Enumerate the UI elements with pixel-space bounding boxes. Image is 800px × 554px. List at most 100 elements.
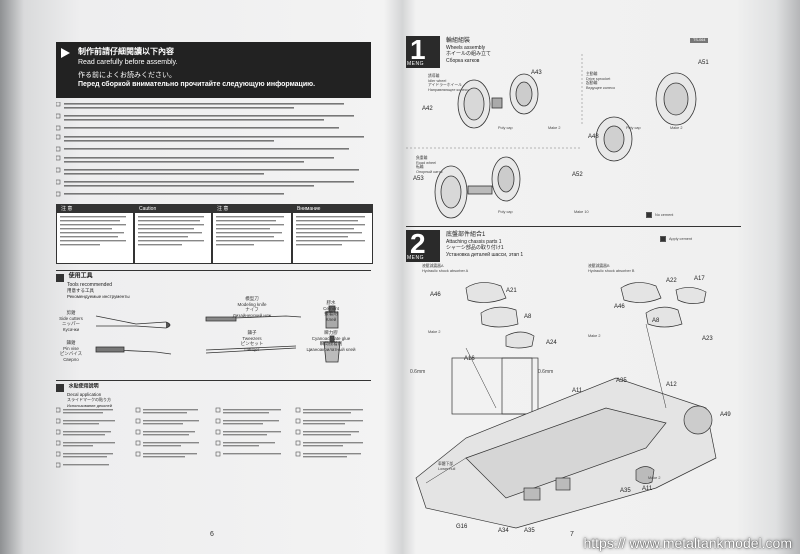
warning-text-lines bbox=[60, 216, 126, 246]
part-A48: A48 bbox=[588, 134, 599, 140]
apply-cement-note: Apply cement bbox=[660, 236, 692, 242]
read-before-assembly-header: 制作前請仔細閱讀以下內容 Read carefully before assem… bbox=[56, 42, 371, 98]
step-1-title: 輪組組裝 Wheels assembly ホイールの組み立て Сборка ка… bbox=[446, 38, 492, 64]
part-A8-b: A8 bbox=[652, 318, 660, 324]
poly-cap-3: Poly cap bbox=[498, 210, 513, 214]
part-A46-b: A46 bbox=[614, 304, 625, 310]
step-1-badge: 1 MENG bbox=[406, 34, 440, 68]
step-2-title: 底盤部件組合1 Attaching chassis parts 1 シャーシ部品… bbox=[446, 232, 524, 258]
watermark: https:// www.metaltankmodel.com bbox=[583, 535, 792, 551]
make-count-a: Make 2 bbox=[428, 330, 441, 334]
header-en: Read carefully before assembly. bbox=[78, 59, 178, 66]
dimension-0-6mm-left: 0.6mm bbox=[410, 369, 426, 375]
warning-box-en: Caution bbox=[134, 204, 212, 264]
tools-zh: 使用工具 bbox=[68, 273, 93, 280]
warning-title: Caution bbox=[135, 205, 211, 213]
part-A34: A34 bbox=[498, 528, 509, 534]
step-1-drawing bbox=[406, 54, 697, 219]
section-marker bbox=[56, 384, 64, 392]
arrow-icon bbox=[61, 48, 70, 58]
part-A46: A46 bbox=[430, 292, 441, 298]
part-A53: A53 bbox=[413, 176, 424, 182]
section-marker bbox=[56, 274, 64, 282]
part-A51: A51 bbox=[698, 60, 709, 66]
tools-jp: 用意する工具 bbox=[67, 288, 94, 293]
warning-text-lines bbox=[216, 216, 284, 246]
make-count-c: Make 2 bbox=[648, 476, 661, 480]
part-A43: A43 bbox=[531, 70, 542, 76]
make-count-1: Make 2 bbox=[548, 126, 561, 130]
make-count-3: Make 10 bbox=[574, 210, 589, 214]
header-jp: 作る前によくお読みください。 bbox=[78, 72, 176, 79]
page-number-left: 6 bbox=[210, 531, 214, 538]
decal-steps bbox=[56, 407, 363, 468]
warning-text-lines bbox=[138, 216, 204, 246]
poly-cap-2: Poly cap bbox=[626, 126, 641, 130]
part-A12: A12 bbox=[666, 382, 677, 388]
step-2-drawing bbox=[415, 282, 717, 529]
part-A23: A23 bbox=[702, 336, 713, 342]
header-zh: 制作前請仔細閱讀以下內容 bbox=[78, 47, 174, 56]
warning-box-zh: 注 意 bbox=[56, 204, 134, 264]
page-number-right: 7 bbox=[570, 531, 574, 538]
cement-icon bbox=[660, 236, 666, 242]
make-count-b: Make 2 bbox=[588, 334, 601, 338]
decal-section-title: 水貼使用說明 Decal application スライドマークの貼り方 Исп… bbox=[56, 380, 371, 408]
decal-zh: 水貼使用說明 bbox=[68, 383, 99, 390]
tools-section-title: 使用工具 Tools recommended 用意する工具 Рекомендуе… bbox=[56, 270, 371, 299]
left-page: 制作前請仔細閱讀以下內容 Read carefully before assem… bbox=[42, 14, 392, 544]
no-cement-note: No cement bbox=[646, 212, 673, 218]
make-count-2: Make 2 bbox=[670, 126, 683, 130]
part-A35: A35 bbox=[616, 378, 627, 384]
warning-text-lines bbox=[296, 216, 365, 246]
no-cement-icon bbox=[646, 212, 652, 218]
tools-en: Tools recommended bbox=[67, 282, 113, 288]
part-A11: A11 bbox=[572, 388, 583, 394]
tool-illustrations bbox=[95, 305, 341, 363]
part-A49: A49 bbox=[720, 412, 731, 418]
instruction-lines bbox=[56, 102, 364, 197]
part-A11-b: A11 bbox=[642, 486, 653, 492]
step-2-badge: 2 MENG bbox=[406, 228, 440, 262]
part-A24: A24 bbox=[546, 340, 557, 346]
step-divider bbox=[406, 226, 741, 227]
brand-logo: MENG bbox=[407, 255, 424, 261]
part-A8: A8 bbox=[524, 314, 532, 320]
decal-en: Decal application bbox=[67, 392, 102, 397]
warning-box-ru: Внимание bbox=[292, 204, 373, 264]
part-A21: A21 bbox=[506, 288, 517, 294]
right-page: 1 MENG 輪組組裝 Wheels assembly ホイールの組み立て Сб… bbox=[398, 14, 748, 544]
decal-ru: Использование деколей bbox=[67, 403, 112, 408]
warning-title: 注 意 bbox=[213, 205, 291, 213]
brand-logo: MENG bbox=[407, 61, 424, 67]
part-A42: A42 bbox=[422, 106, 433, 112]
part-A16: A16 bbox=[464, 356, 475, 362]
poly-cap-1: Poly cap bbox=[498, 126, 513, 130]
product-code: TS-064 bbox=[690, 38, 709, 43]
part-A35-b: A35 bbox=[524, 528, 535, 534]
part-A52: A52 bbox=[572, 172, 583, 178]
warning-title: 注 意 bbox=[57, 205, 133, 213]
step-number: 1 bbox=[410, 34, 426, 65]
warning-box-jp: 注 意 bbox=[212, 204, 292, 264]
part-A17: A17 bbox=[694, 276, 705, 282]
warning-title: Внимание bbox=[293, 205, 372, 213]
decal-jp: スライドマークの貼り方 bbox=[67, 397, 111, 402]
part-G16: G16 bbox=[456, 524, 468, 530]
part-A22: A22 bbox=[666, 278, 677, 284]
part-A35-c: A35 bbox=[620, 488, 631, 494]
step-number: 2 bbox=[410, 228, 426, 259]
